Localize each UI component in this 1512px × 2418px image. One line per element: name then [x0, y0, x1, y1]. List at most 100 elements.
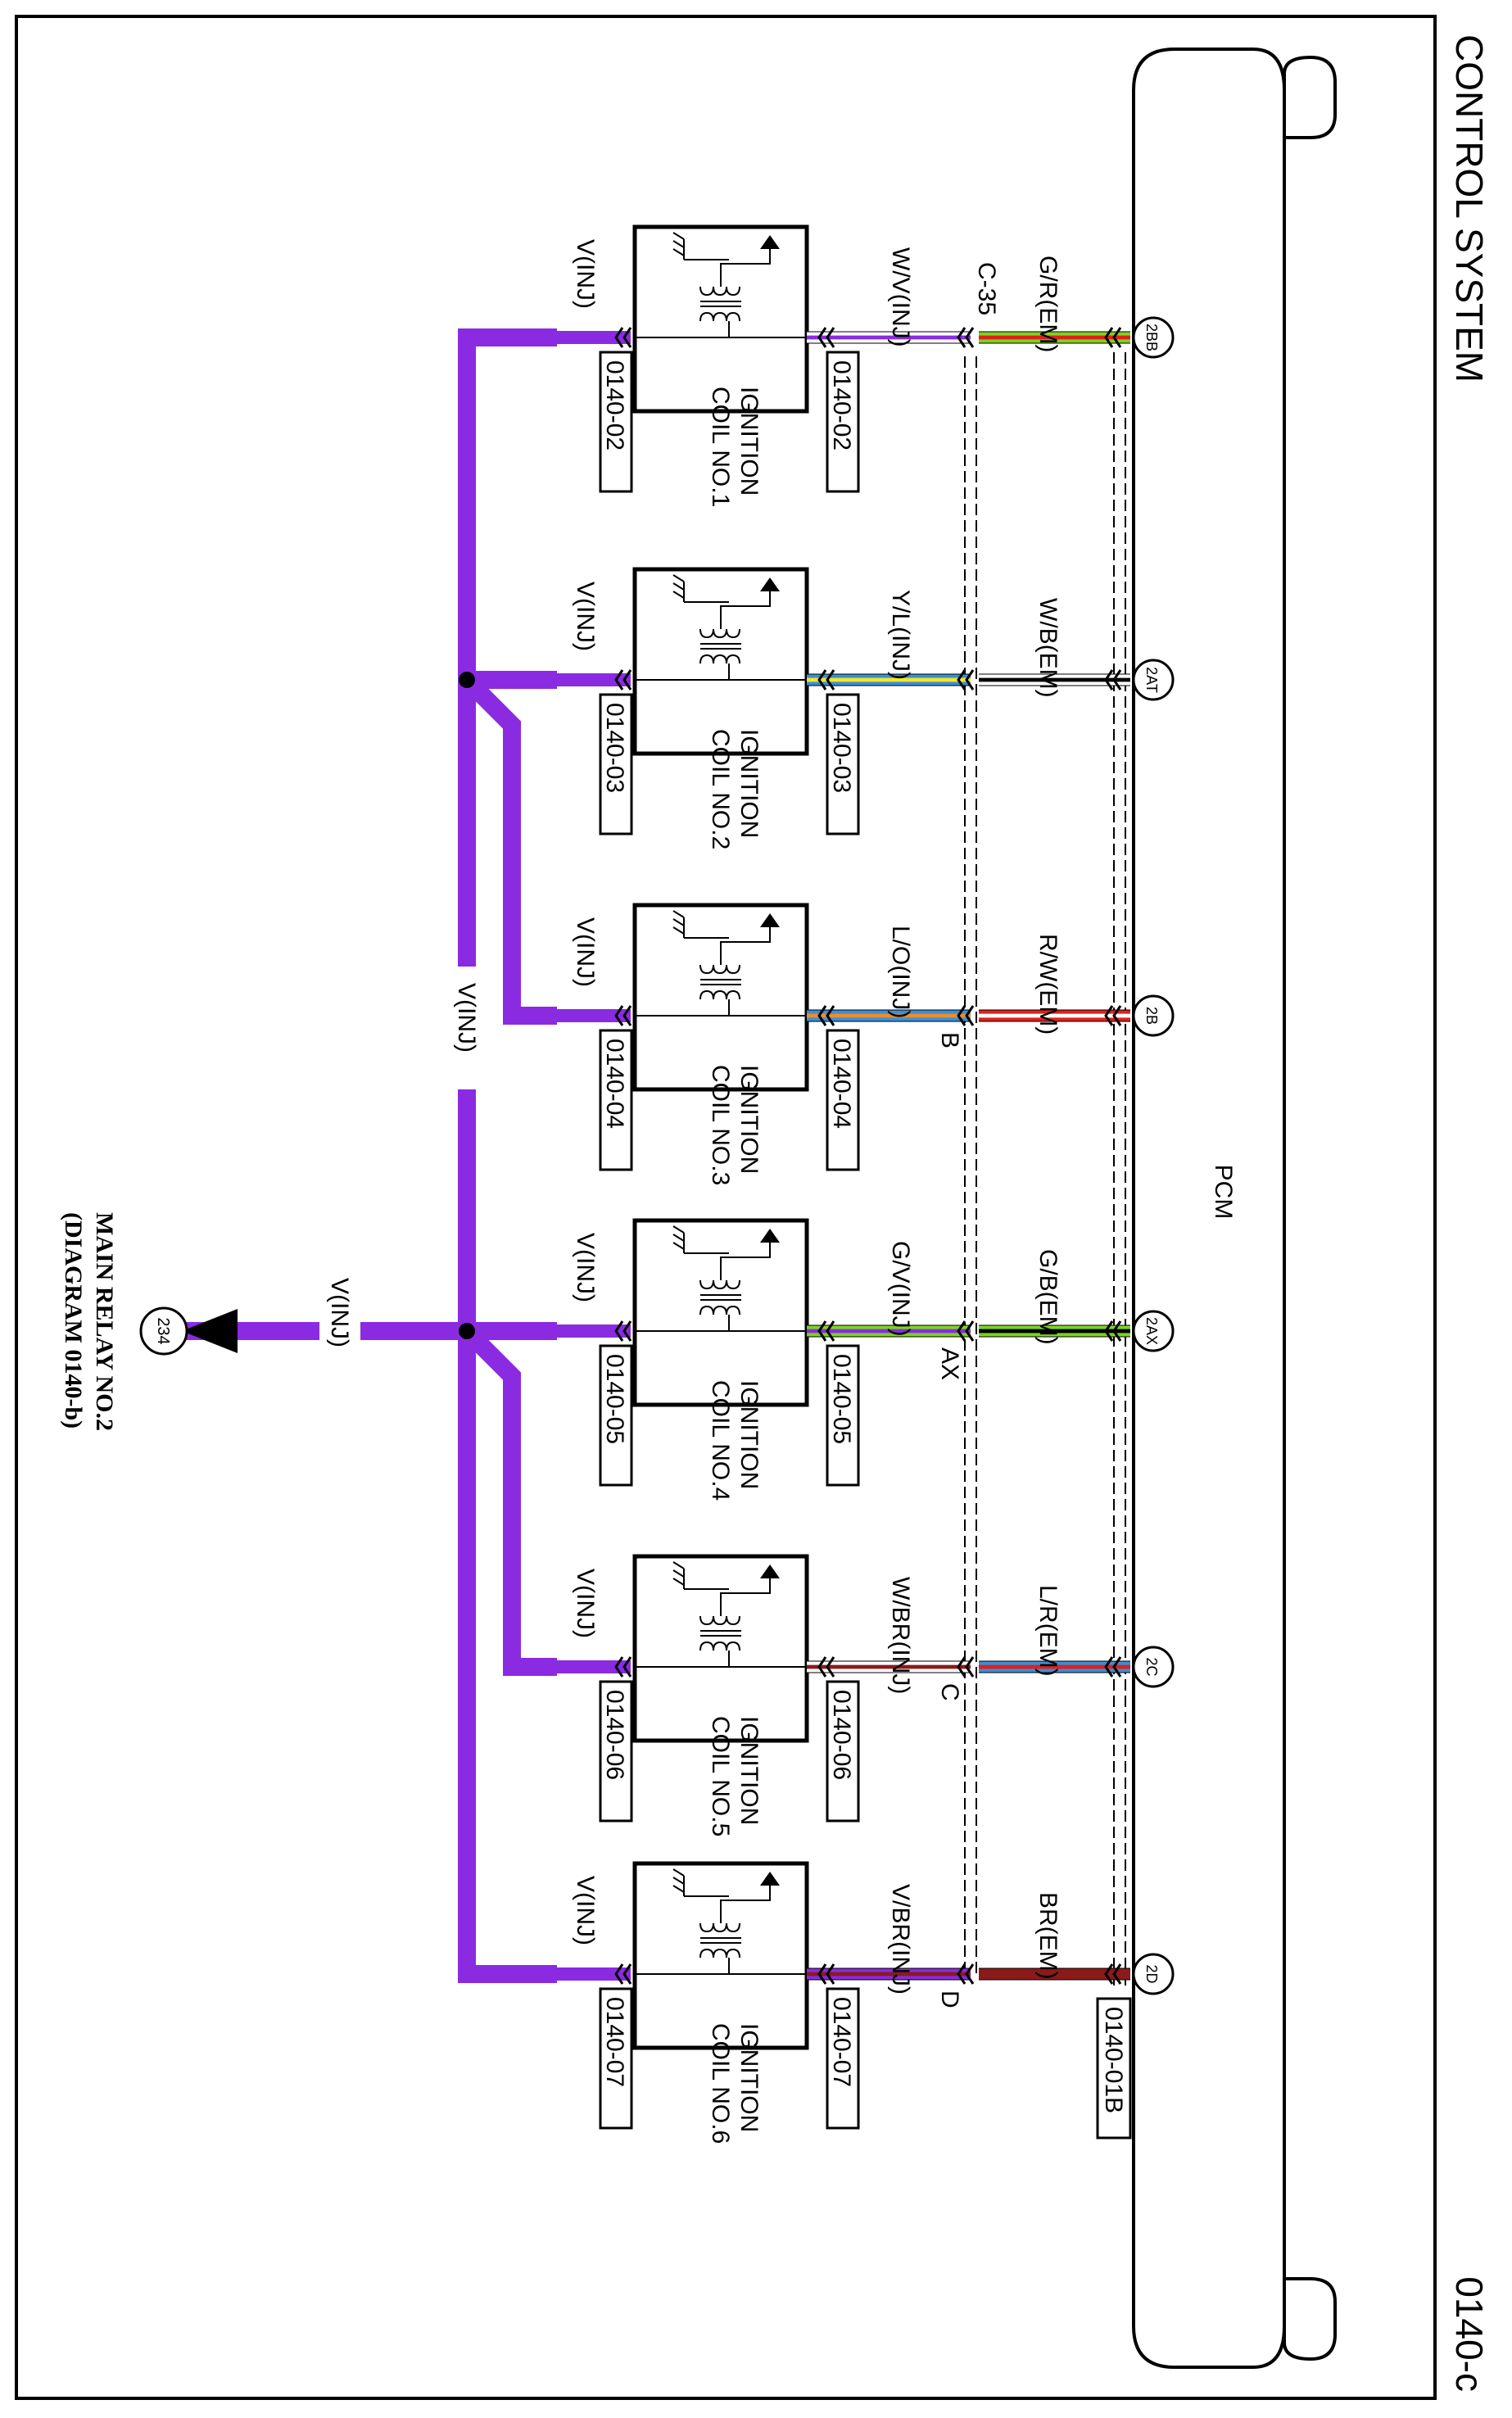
coil-name-line1: IGNITION — [736, 387, 763, 496]
bus-junction-1 — [459, 672, 475, 688]
power-connector-chevron — [614, 1005, 632, 1026]
coil-name-line2: COIL NO.3 — [707, 1065, 734, 1185]
coil-name-line2: COIL NO.4 — [707, 1380, 734, 1501]
coil-name-line2: COIL NO.2 — [707, 729, 734, 849]
power-connector-ref-text: 0140-05 — [601, 1354, 628, 1444]
main-relay-source: 234 MAIN RELAY NO.2 (DIAGRAM 0140-b) V(I… — [60, 1212, 360, 1431]
coil-connector-ref-text: 0140-02 — [828, 360, 855, 451]
c35-chevron — [957, 327, 975, 348]
pcm-connector-ref-text: 0140-01B — [1100, 2007, 1127, 2113]
coil-wire-label: W/BR(INJ) — [887, 1577, 914, 1694]
coil-connector-chevron — [817, 669, 835, 691]
pcm-connector-chevron — [1104, 669, 1122, 691]
c35-chevron — [957, 669, 975, 691]
power-wire-label: V(INJ) — [572, 1233, 599, 1302]
coil-signal-wire — [807, 331, 971, 344]
coil-name-line1: IGNITION — [736, 2023, 763, 2132]
coil-name-line1: IGNITION — [736, 1716, 763, 1825]
power-connector-ref-text: 0140-03 — [601, 703, 628, 793]
pcm-terminal-label: 2D — [1143, 1964, 1160, 1983]
power-connector-ref: 0140-07 — [599, 1987, 633, 2130]
coil-connector-ref: 0140-05 — [826, 1344, 860, 1487]
diagram-number: 0140-c — [1448, 2276, 1491, 2392]
pcm-wire-label: W/B(EM) — [1034, 598, 1062, 698]
c35-chevron — [957, 1005, 975, 1026]
power-connector-ref: 0140-02 — [599, 351, 633, 493]
coil-connector-ref-text: 0140-06 — [828, 1690, 855, 1780]
power-connector-ref-text: 0140-04 — [601, 1039, 628, 1129]
coil-name-line2: COIL NO.6 — [707, 2023, 734, 2144]
coil-name-line2: COIL NO.5 — [707, 1716, 734, 1836]
bus-junction-2 — [459, 1323, 475, 1339]
coil-signal-wire — [807, 1009, 971, 1022]
coil-signal-wire — [807, 1324, 971, 1338]
page-frame — [15, 15, 1437, 2400]
pcm-terminal-label: 2AT — [1143, 667, 1160, 693]
relay-diagram-ref: (DIAGRAM 0140-b) — [60, 1212, 87, 1429]
pcm-connector-chevron — [1104, 1963, 1122, 1985]
pcm-terminal-label: 2BB — [1143, 324, 1160, 351]
c35-pin-label: C — [936, 1683, 963, 1701]
coil-name-line1: IGNITION — [736, 1380, 763, 1489]
coil-wire-label: Y/L(INJ) — [887, 590, 914, 680]
coil-connector-chevron — [817, 327, 835, 348]
pcm-wire-label: G/R(EM) — [1034, 256, 1062, 352]
power-wire-label: V(INJ) — [572, 917, 599, 987]
coil-connector-ref: 0140-03 — [826, 693, 860, 835]
pcm-terminal-label: 2B — [1143, 1007, 1160, 1025]
pcm-wire-label: G/B(EM) — [1034, 1249, 1062, 1345]
coil-connector-ref-text: 0140-03 — [828, 703, 855, 793]
coil-name-line1: IGNITION — [736, 729, 763, 838]
coil-connector-ref-text: 0140-07 — [828, 1997, 855, 2087]
power-connector-ref-text: 0140-06 — [601, 1690, 628, 1780]
coil-wire-label: V/BR(INJ) — [887, 1884, 914, 1995]
pcm-terminal-circle — [1132, 316, 1175, 359]
coil-connector-chevron — [817, 1656, 835, 1678]
pcm-bar-outline — [1132, 48, 1337, 2369]
pcm-wire-label: BR(EM) — [1034, 1892, 1062, 1980]
coil-connector-ref: 0140-07 — [826, 1987, 860, 2130]
power-wire-label: V(INJ) — [572, 239, 599, 309]
coil-signal-wire — [807, 1967, 971, 1981]
power-connector-ref-text: 0140-07 — [601, 1997, 628, 2087]
pcm-connector-chevron — [1104, 327, 1122, 348]
pcm-terminal-circle — [1132, 1953, 1175, 1995]
coil-connector-ref: 0140-06 — [826, 1680, 860, 1823]
c35-pin-label: AX — [936, 1347, 963, 1380]
coil-signal-wire — [807, 673, 971, 686]
coil-connector-ref: 0140-02 — [826, 351, 860, 493]
power-wire-label: V(INJ) — [572, 1876, 599, 1945]
ignition-coil-symbol — [632, 1554, 809, 1743]
coil-connector-ref-text: 0140-04 — [828, 1039, 855, 1129]
power-connector-chevron — [614, 1320, 632, 1342]
relay-wire-label: V(INJ) — [326, 1278, 353, 1347]
coil-wire-label: W/V(INJ) — [887, 247, 914, 347]
pcm-terminal-circle — [1132, 994, 1175, 1037]
c35-pin-label: B — [936, 1032, 963, 1048]
power-wire-label: V(INJ) — [572, 1569, 599, 1638]
power-connector-ref-text: 0140-02 — [601, 360, 628, 451]
coil-name-line2: COIL NO.1 — [707, 387, 734, 507]
terminal-234: 234 — [154, 1317, 172, 1344]
power-connector-ref: 0140-04 — [599, 1029, 633, 1171]
coil-signal-wire — [807, 1660, 971, 1673]
ignition-coil-symbol — [632, 1861, 809, 2050]
power-connector-ref: 0140-06 — [599, 1680, 633, 1823]
c35-pin-label: D — [936, 1990, 963, 2008]
coil-wire-label: L/O(INJ) — [887, 926, 914, 1018]
pcm-connector-chevron — [1104, 1005, 1122, 1026]
power-wire-label: V(INJ) — [572, 582, 599, 651]
power-connector-ref: 0140-05 — [599, 1344, 633, 1487]
ignition-coil-symbol — [632, 224, 809, 414]
coil-name-line1: IGNITION — [736, 1065, 763, 1174]
ignition-coil-symbol — [632, 903, 809, 1092]
power-connector-chevron — [614, 1963, 632, 1985]
pcm-connector-ref: 0140-01B — [1096, 1997, 1132, 2140]
